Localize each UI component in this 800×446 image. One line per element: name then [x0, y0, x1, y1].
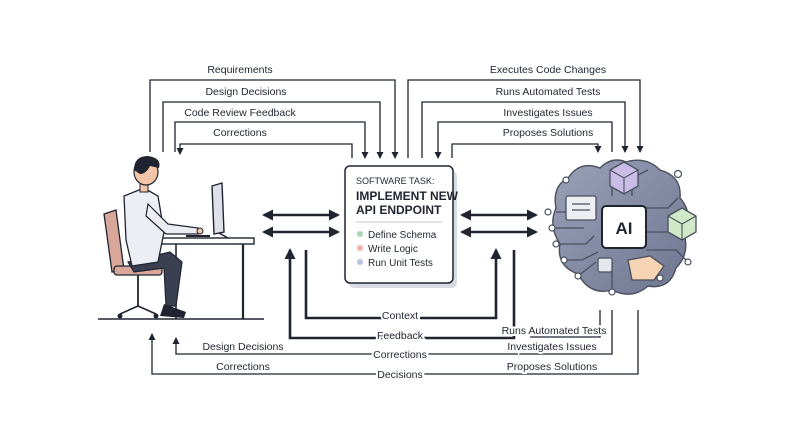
flow-label: Design Decisions — [202, 341, 283, 353]
top-left-flow-arrows — [149, 79, 399, 159]
flow-label: Corrections — [213, 127, 267, 139]
ai-brain-illustration: AI — [544, 159, 697, 296]
runs-tests-arrow — [421, 101, 629, 158]
flow-label: Corrections — [216, 361, 270, 373]
step-dot — [357, 259, 363, 265]
flow-label: Runs Automated Tests — [496, 86, 601, 98]
code-review-arrow — [174, 121, 369, 159]
step-label: Run Unit Tests — [368, 258, 433, 269]
flow-label: Corrections — [373, 349, 427, 361]
step-label: Write Logic — [368, 244, 418, 255]
corrections-arrow — [176, 143, 353, 158]
flow-label: Decisions — [377, 369, 423, 381]
bottom-loop-arrows — [284, 248, 516, 340]
design-corrections-arrow — [172, 310, 613, 355]
task-title-line1: IMPLEMENT NEW — [356, 189, 459, 203]
context-loop — [304, 248, 502, 320]
step-dot — [357, 231, 363, 237]
task-title-line2: API ENDPOINT — [356, 203, 442, 217]
flow-label: Code Review Feedback — [184, 107, 296, 119]
top-right-flow-arrows — [407, 79, 644, 159]
flow-label: Context — [382, 310, 418, 322]
task-kicker: SOFTWARE TASK: — [356, 176, 434, 186]
executes-code-arrow — [407, 79, 644, 158]
flow-label: Investigates Issues — [507, 341, 596, 353]
investigates-arrow — [434, 121, 613, 159]
decisions-arrow — [148, 310, 639, 375]
design-decisions-arrow — [162, 101, 384, 159]
feedback-loop — [284, 248, 516, 340]
flow-label: Proposes Solutions — [503, 127, 593, 139]
task-card: SOFTWARE TASK: IMPLEMENT NEW API ENDPOIN… — [344, 165, 459, 288]
flow-label: Proposes Solutions — [507, 361, 597, 373]
flow-label: Executes Code Changes — [490, 64, 606, 76]
step-dot — [357, 245, 363, 251]
human-developer-illustration — [98, 156, 264, 320]
requirements-arrow — [149, 79, 399, 159]
flow-label: Design Decisions — [205, 86, 286, 98]
step-label: Define Schema — [368, 230, 437, 241]
flow-label: Requirements — [207, 64, 272, 76]
bottom-outer-flow-arrows — [148, 310, 639, 375]
flow-label: Investigates Issues — [503, 107, 592, 119]
proposes-arrow — [451, 143, 602, 158]
bidirectional-arrows — [262, 209, 538, 238]
flow-label: Runs Automated Tests — [502, 325, 607, 337]
flow-label: Feedback — [377, 330, 424, 342]
ai-badge: AI — [616, 219, 633, 238]
runs-tests-bottom-arrow — [530, 310, 601, 338]
